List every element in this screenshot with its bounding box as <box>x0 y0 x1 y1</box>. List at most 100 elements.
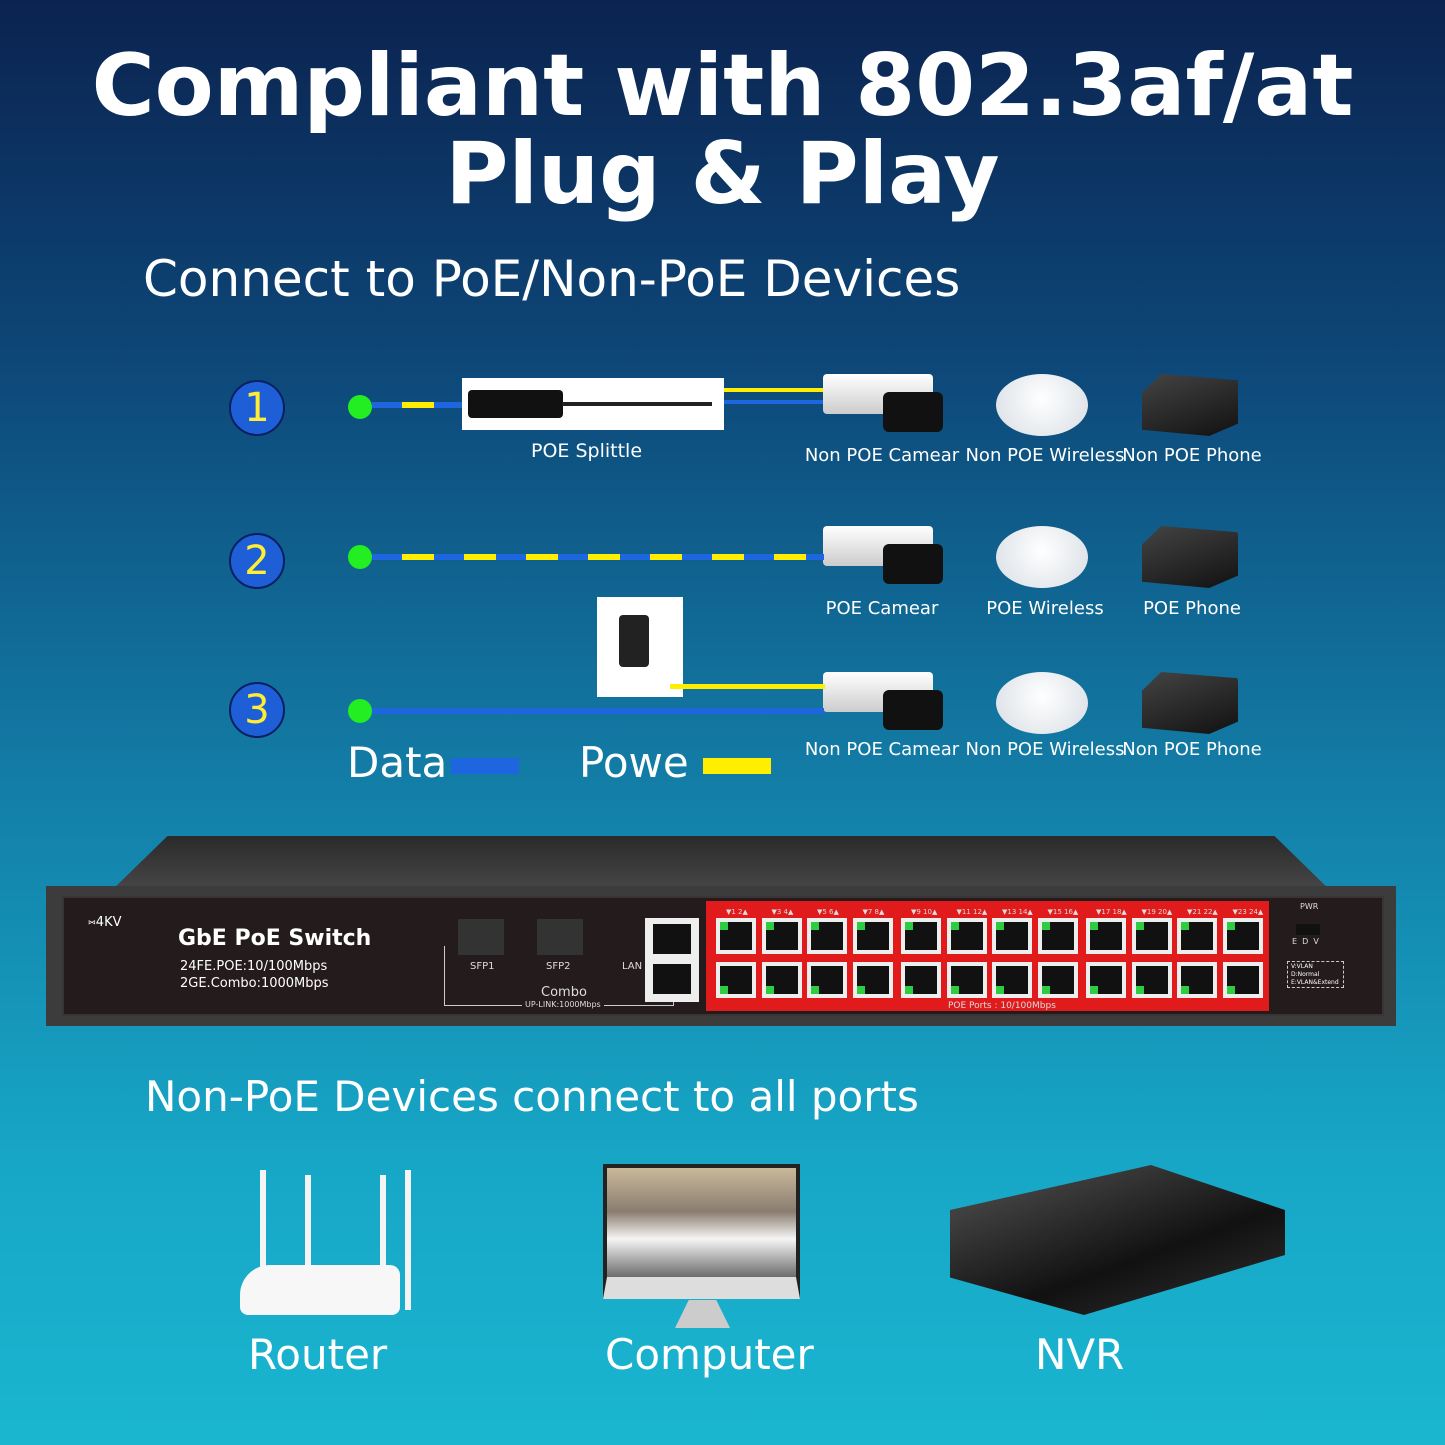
router-image <box>240 1170 415 1325</box>
port-number: ▼1 2▲ <box>726 908 748 916</box>
computer-stand <box>675 1300 730 1328</box>
device-label: Non POE Phone <box>1122 739 1262 760</box>
legend-data-label: Data <box>347 738 448 787</box>
data-power-line <box>372 554 824 560</box>
bottom-heading: Non-PoE Devices connect to all ports <box>145 1072 919 1121</box>
phone-image <box>1142 526 1238 588</box>
sfp2-label: SFP2 <box>546 961 571 972</box>
camera-image <box>823 524 953 586</box>
combo-label: Combo <box>538 985 590 1000</box>
poe-port[interactable] <box>1177 962 1217 998</box>
surge-badge: ⑅4KV <box>88 915 122 930</box>
data-line <box>724 400 824 404</box>
legend-power-label: Powe <box>579 738 689 787</box>
phone-image <box>1142 672 1238 734</box>
switch-spec-2: 2GE.Combo:1000Mbps <box>180 976 329 991</box>
camera-image <box>823 670 953 732</box>
pwr-label: PWR <box>1300 902 1319 911</box>
access-point-image <box>996 374 1088 436</box>
device-label-nvr: NVR <box>1035 1330 1125 1379</box>
port-number: ▼5 6▲ <box>817 908 839 916</box>
device-label: Non POE Camear <box>804 445 960 466</box>
mode-e: E:VLAN&Extend <box>1291 979 1339 986</box>
port-number: ▼11 12▲ <box>956 908 988 916</box>
power-line <box>670 684 825 689</box>
port-number: ▼23 24▲ <box>1232 908 1264 916</box>
device-label-computer: Computer <box>605 1330 814 1379</box>
poe-splitter-image <box>462 378 724 430</box>
poe-port[interactable] <box>761 918 802 954</box>
poe-port[interactable] <box>761 962 802 998</box>
connection-dot <box>348 395 372 419</box>
poe-port[interactable] <box>1222 918 1263 954</box>
step-number: 3 <box>229 682 285 738</box>
nvr-image <box>950 1165 1285 1315</box>
computer-image <box>603 1164 800 1299</box>
legend-power-swatch <box>703 758 771 774</box>
mode-v: V:VLAN <box>1291 963 1313 970</box>
poe-port[interactable] <box>852 918 893 954</box>
port-number: ▼7 8▲ <box>862 908 885 916</box>
step-number: 1 <box>229 380 285 436</box>
access-point-image <box>996 672 1088 734</box>
device-label: Non POE Phone <box>1122 445 1262 466</box>
mode-switch-labels: E D V <box>1292 937 1319 946</box>
connection-dot <box>348 699 372 723</box>
poe-port[interactable] <box>1131 918 1172 954</box>
lan-ports <box>645 918 699 1002</box>
poe-port[interactable] <box>992 962 1032 998</box>
port-number: ▼15 16▲ <box>1047 908 1079 916</box>
port-number: ▼19 20▲ <box>1141 908 1173 916</box>
poe-port[interactable] <box>946 962 987 998</box>
port-number: ▼9 10▲ <box>911 908 938 916</box>
poe-port[interactable] <box>1222 962 1263 998</box>
subtitle: Connect to PoE/Non-PoE Devices <box>143 250 961 308</box>
power-adapter-image <box>597 597 683 697</box>
device-label: Non POE Wireless <box>965 445 1125 466</box>
poe-port[interactable] <box>807 962 847 998</box>
poe-port[interactable] <box>807 918 847 954</box>
sfp1-label: SFP1 <box>470 961 495 972</box>
port-number: ▼13 14▲ <box>1002 908 1033 916</box>
device-label: POE Phone <box>1143 598 1241 619</box>
phone-image <box>1142 374 1238 436</box>
poe-ports-label: POE Ports : 10/100Mbps <box>948 1001 1056 1011</box>
connection-dot <box>348 545 372 569</box>
poe-port[interactable] <box>1037 918 1078 954</box>
sfp2-port[interactable] <box>537 919 583 955</box>
access-point-image <box>996 526 1088 588</box>
data-power-line <box>372 402 464 408</box>
poe-port[interactable] <box>1131 962 1172 998</box>
mode-d: D:Normal <box>1291 971 1320 978</box>
poe-port[interactable] <box>716 962 756 998</box>
poe-port[interactable] <box>1086 918 1126 954</box>
mode-legend: V:VLAN D:Normal E:VLAN&Extend <box>1287 961 1344 988</box>
lan-label: LAN <box>622 961 643 972</box>
mode-switch[interactable] <box>1296 924 1320 935</box>
switch-spec-1: 24FE.POE:10/100Mbps <box>180 959 328 974</box>
device-label-router: Router <box>248 1330 388 1379</box>
legend-data-swatch <box>451 758 519 774</box>
headline: Compliant with 802.3af/at <box>91 36 1354 136</box>
switch-name: GbE PoE Switch <box>178 926 372 951</box>
step-number: 2 <box>229 533 285 589</box>
poe-port[interactable] <box>946 918 987 954</box>
poe-port[interactable] <box>992 918 1032 954</box>
poe-port[interactable] <box>901 962 941 998</box>
uplink-label: UP-LINK:1000Mbps <box>522 1000 604 1009</box>
device-label: POE Wireless <box>986 598 1104 619</box>
port-number: ▼21 22▲ <box>1187 908 1218 916</box>
device-label: POE Camear <box>825 598 939 619</box>
poe-port[interactable] <box>716 918 756 954</box>
port-number: ▼3 4▲ <box>771 908 794 916</box>
device-label: Non POE Camear <box>804 739 960 760</box>
poe-port[interactable] <box>852 962 893 998</box>
sfp1-port[interactable] <box>458 919 504 955</box>
power-line <box>724 388 824 392</box>
poe-port[interactable] <box>901 918 941 954</box>
camera-image <box>823 372 953 434</box>
poe-port[interactable] <box>1086 962 1126 998</box>
port-number: ▼17 18▲ <box>1096 908 1127 916</box>
poe-port[interactable] <box>1177 918 1217 954</box>
poe-port[interactable] <box>1037 962 1078 998</box>
